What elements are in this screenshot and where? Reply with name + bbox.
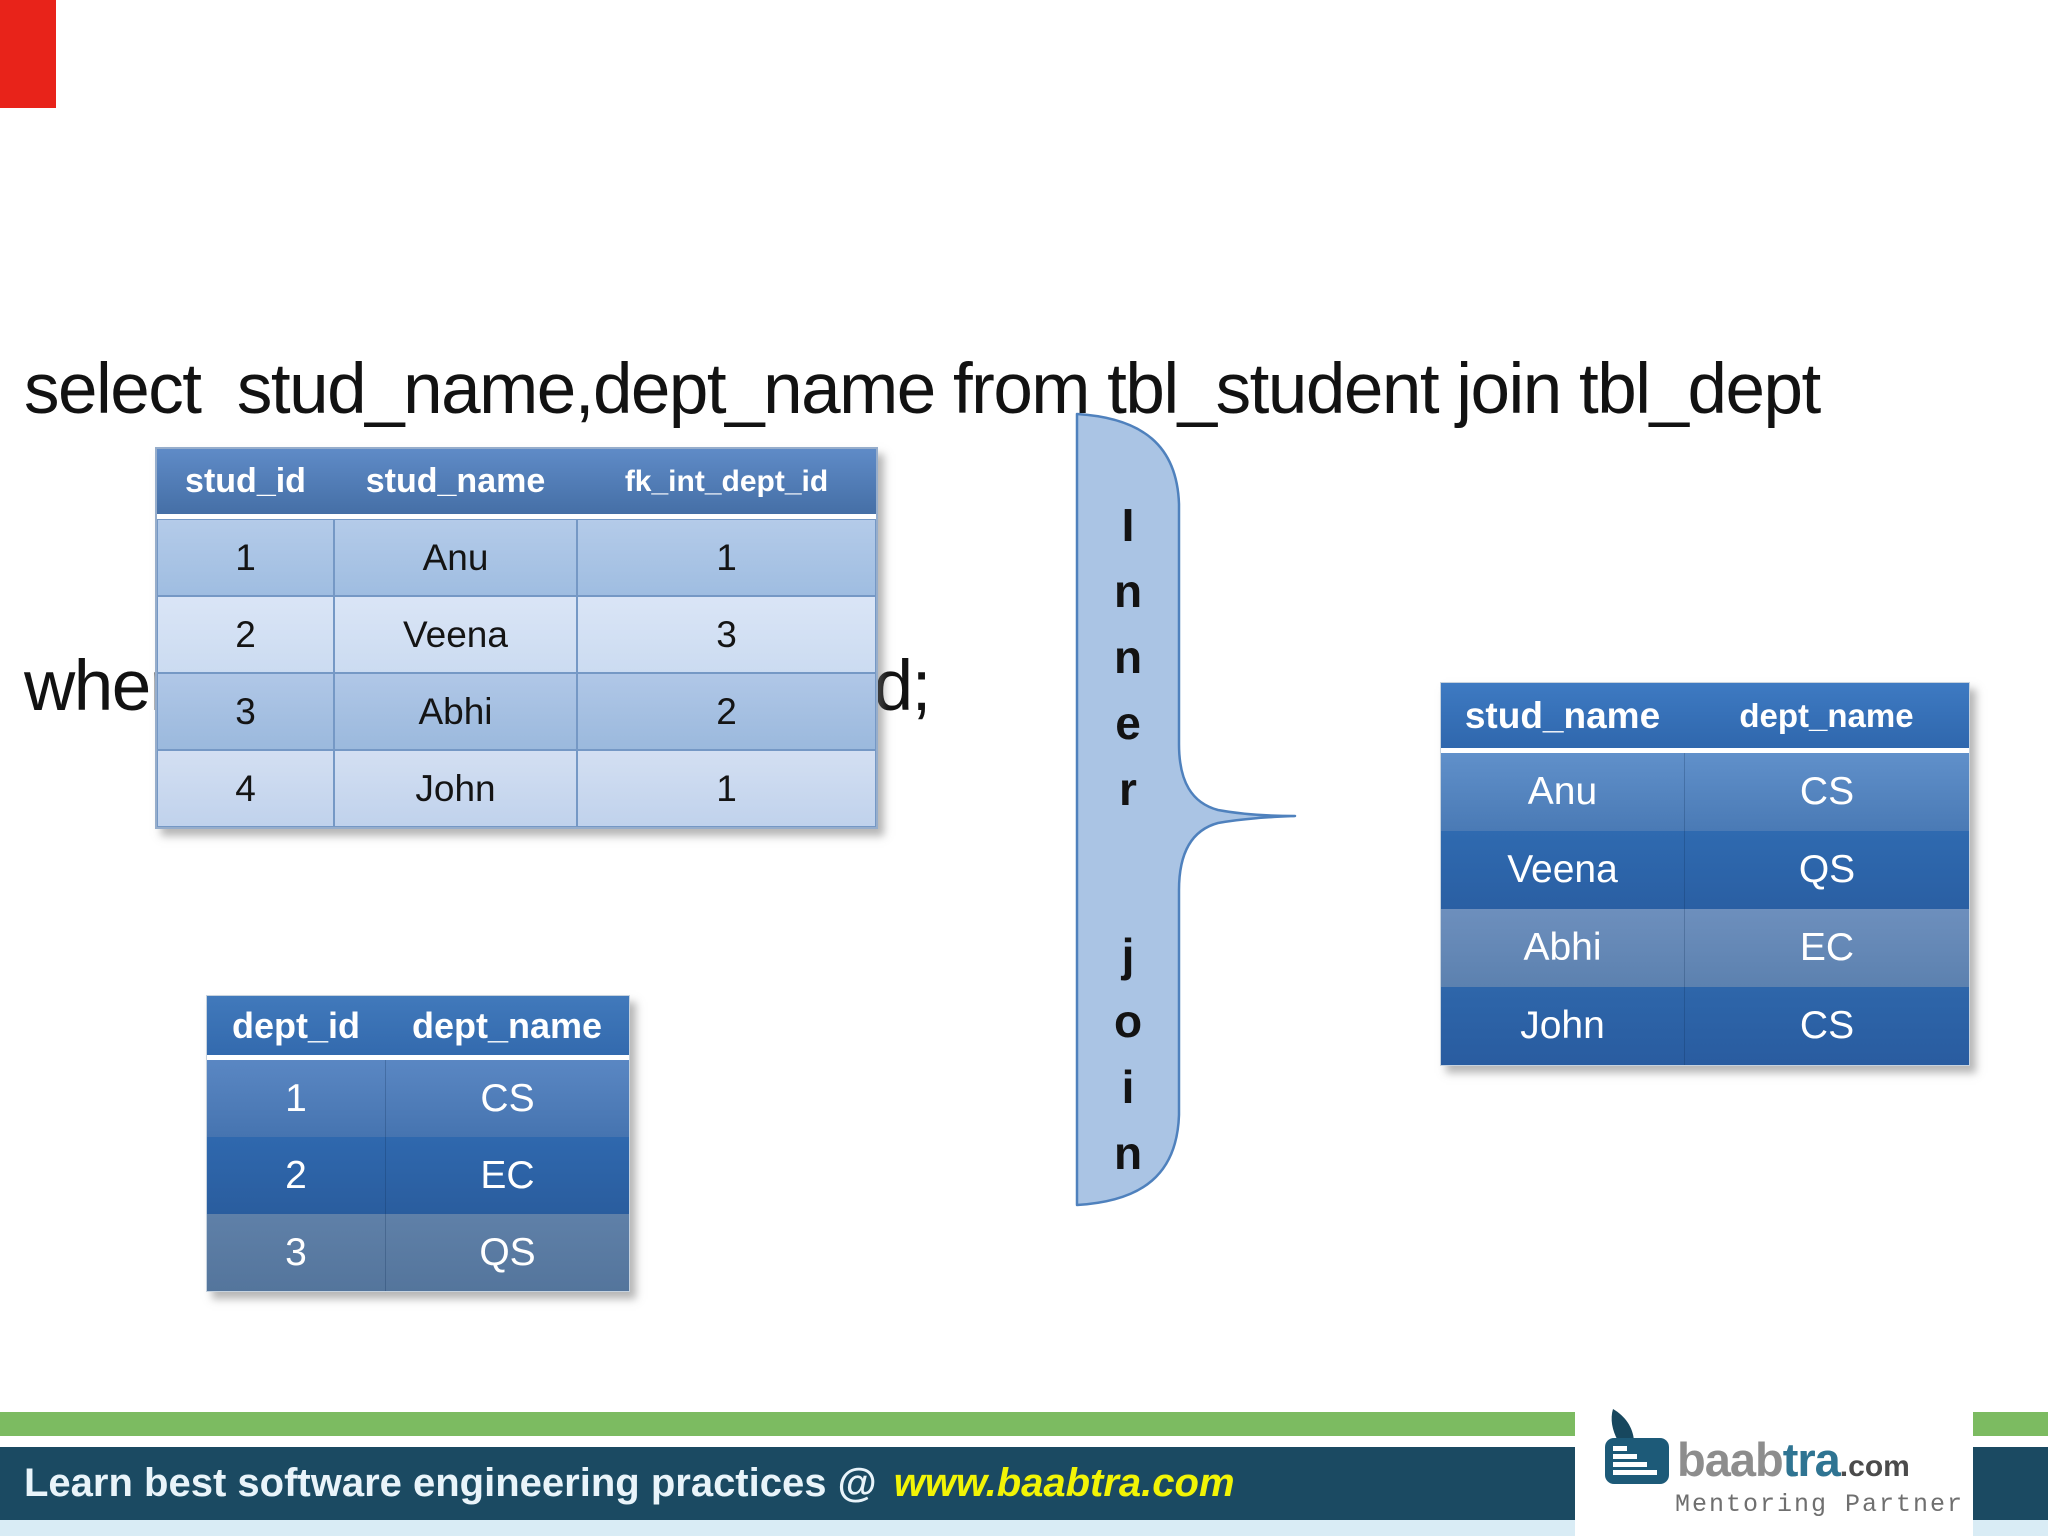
baabtra-logo: baabtra.com Mentoring Partner: [1575, 1390, 1973, 1536]
footer-light-strip: [0, 1520, 2048, 1536]
join-letter: n: [1113, 631, 1143, 683]
table-cell: CS: [385, 1060, 629, 1137]
brand-text-gray: baab: [1677, 1433, 1784, 1486]
corner-red-marker: [0, 0, 56, 108]
table-cell: 1: [577, 519, 876, 596]
brand-text-teal: tra: [1782, 1433, 1841, 1486]
table-cell: 2: [577, 673, 876, 750]
table-cell: 1: [577, 750, 876, 827]
brand-wordmark: baabtra.com: [1677, 1436, 1910, 1490]
join-letter: r: [1119, 763, 1137, 815]
footer-text: Learn best software engineering practice…: [24, 1447, 1235, 1520]
join-letter: j: [1121, 929, 1135, 981]
table-cell: EC: [1684, 909, 1969, 987]
table-cell: John: [1441, 987, 1684, 1065]
join-letter: n: [1113, 1127, 1143, 1179]
dept-table-header-dept-name: dept_name: [385, 996, 629, 1060]
table-cell: 2: [207, 1137, 385, 1214]
result-table-header-stud-name: stud_name: [1441, 683, 1684, 753]
student-table-header-stud-id: stud_id: [157, 449, 334, 519]
table-cell: 3: [207, 1214, 385, 1291]
table-cell: CS: [1684, 987, 1969, 1065]
student-table: stud_id stud_name fk_int_dept_id 1 Anu 1…: [155, 447, 878, 829]
table-cell: Veena: [1441, 831, 1684, 909]
table-cell: 2: [157, 596, 334, 673]
table-cell: CS: [1684, 753, 1969, 831]
table-cell: Anu: [334, 519, 577, 596]
table-cell: QS: [1684, 831, 1969, 909]
table-cell: Veena: [334, 596, 577, 673]
table-cell: Abhi: [334, 673, 577, 750]
dept-table-header-dept-id: dept_id: [207, 996, 385, 1060]
student-table-header-stud-name: stud_name: [334, 449, 577, 519]
table-cell: Anu: [1441, 753, 1684, 831]
footer-message: Learn best software engineering practice…: [24, 1461, 888, 1505]
result-table-header-dept-name: dept_name: [1684, 683, 1969, 753]
join-letter: e: [1115, 697, 1141, 749]
stairs-chart-flag-icon: [1605, 1409, 1669, 1484]
brand-text-suffix: .com: [1839, 1450, 1910, 1483]
curly-brace-shape: [1075, 412, 1297, 1207]
table-cell: Abhi: [1441, 909, 1684, 987]
dept-table: dept_id dept_name 1 CS 2 EC 3 QS: [206, 995, 630, 1292]
table-cell: EC: [385, 1137, 629, 1214]
join-letter: I: [1121, 499, 1135, 551]
sql-query-line1: select stud_name,dept_name from tbl_stud…: [24, 350, 1821, 429]
table-cell: John: [334, 750, 577, 827]
table-cell: QS: [385, 1214, 629, 1291]
join-letter: o: [1113, 995, 1143, 1047]
table-cell: 4: [157, 750, 334, 827]
table-cell: 1: [157, 519, 334, 596]
table-cell: 1: [207, 1060, 385, 1137]
table-cell: 3: [157, 673, 334, 750]
join-letter: n: [1113, 565, 1143, 617]
inner-join-label-bottom: j o i n: [1096, 922, 1160, 1186]
join-result-table: stud_name dept_name Anu CS Veena QS Abhi…: [1440, 682, 1970, 1066]
table-cell: 3: [577, 596, 876, 673]
brand-tagline: Mentoring Partner: [1675, 1490, 1965, 1519]
inner-join-label-top: I n n e r: [1096, 492, 1160, 822]
student-table-header-fk-int-dept-id: fk_int_dept_id: [577, 449, 876, 519]
join-letter: i: [1121, 1061, 1135, 1113]
footer-url-link[interactable]: www.baabtra.com: [893, 1461, 1235, 1505]
